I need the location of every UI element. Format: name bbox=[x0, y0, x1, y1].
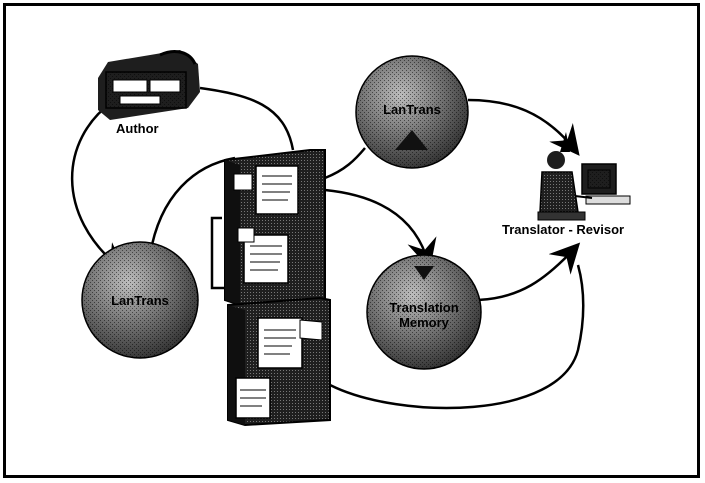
translator-workstation-icon bbox=[537, 132, 631, 221]
lantrans-top-label: LanTrans bbox=[383, 102, 441, 117]
translation-memory-sphere bbox=[366, 254, 482, 370]
author-to-server-line bbox=[199, 86, 295, 151]
author-computer-icon bbox=[98, 50, 200, 120]
author-label: Author bbox=[116, 121, 159, 136]
connector-lines bbox=[70, 86, 585, 410]
lantrans-to-server-line bbox=[148, 156, 236, 256]
lantrans-top-sphere bbox=[355, 55, 469, 169]
lantrans-top-to-translator-arrow bbox=[467, 98, 580, 156]
server-to-translator-bottom-line bbox=[329, 264, 585, 410]
translation-memory-label: Translation Memory bbox=[389, 300, 459, 330]
lantrans-label: LanTrans bbox=[111, 293, 169, 308]
server-bracket-line bbox=[210, 216, 235, 290]
server-to-lantrans-top-line bbox=[324, 147, 366, 180]
translator-label: Translator - Revisor bbox=[502, 222, 625, 237]
memory-to-translator-arrow bbox=[477, 242, 581, 302]
server-to-memory-arrow bbox=[324, 188, 437, 270]
document-server-tower bbox=[224, 149, 331, 427]
author-to-lantrans-arrow bbox=[70, 100, 126, 273]
lantrans-left-sphere bbox=[81, 241, 199, 359]
